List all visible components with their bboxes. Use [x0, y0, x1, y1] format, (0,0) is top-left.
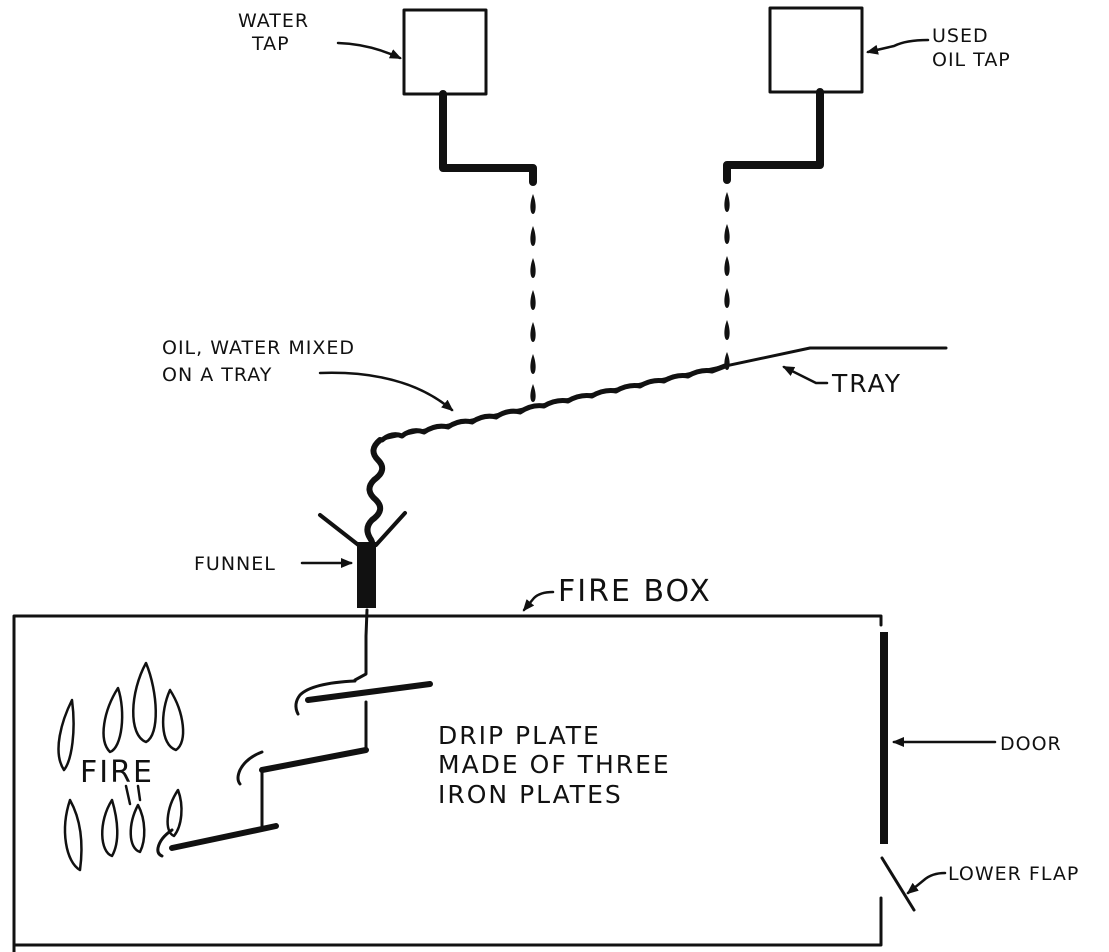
lower-flap-label: LOWER FLAP	[948, 863, 1079, 885]
labels: WATER TAP USED OIL TAP OIL, WATER MIXED …	[80, 10, 1079, 885]
lower-flap	[880, 856, 916, 912]
flame-mark	[136, 784, 142, 802]
door	[880, 632, 888, 844]
drip-plate-label-line-2: MADE OF THREE	[438, 750, 671, 779]
oil-drop	[724, 288, 730, 308]
water-drop	[530, 194, 536, 214]
water-drop	[530, 384, 536, 402]
fire-label: FIRE	[80, 755, 154, 790]
drip-plate-middle-lip	[236, 750, 264, 786]
flame-icon	[102, 686, 124, 754]
mixed-note-label-line-2: ON A TRAY	[162, 364, 272, 386]
water-tap-label-line-1: WATER	[238, 10, 309, 32]
drip-stream	[353, 608, 369, 682]
funnel-left-wall	[318, 513, 363, 549]
flame-icon	[132, 661, 157, 744]
flame-icon	[161, 688, 185, 752]
funnel-spout	[357, 542, 376, 608]
oil-tap-box	[768, 6, 864, 94]
tray	[363, 346, 948, 559]
drip-plate-label-line-1: DRIP PLATE	[438, 721, 601, 750]
liquid-stream	[363, 437, 386, 559]
water-drips	[530, 194, 536, 402]
funnel-right-wall	[374, 511, 407, 547]
door-label: DOOR	[1000, 733, 1062, 755]
drip-plates	[156, 608, 433, 858]
funnel	[318, 511, 407, 608]
drip-plate-top-lip	[294, 679, 357, 716]
water-drop	[530, 258, 536, 278]
oil-drop	[724, 256, 730, 276]
used-oil-tap	[723, 6, 864, 184]
lower-flap-arrow	[906, 871, 947, 895]
flame-icon	[166, 788, 183, 838]
mixed-note-label-line-1: OIL, WATER MIXED	[162, 337, 355, 359]
water-tap-box	[402, 8, 488, 96]
water-drop	[530, 354, 536, 374]
oil-tap-pipe	[723, 88, 824, 184]
funnel-label: FUNNEL	[194, 553, 276, 575]
oil-drop	[724, 192, 730, 212]
fire-box	[12, 614, 916, 952]
water-tap	[402, 8, 537, 186]
flame-icon	[63, 798, 83, 872]
flame-icon	[101, 798, 119, 858]
flame-mark	[124, 784, 132, 806]
drip-plate-middle	[259, 747, 369, 773]
water-drop	[530, 290, 536, 310]
drip-plate-bottom-lip	[156, 828, 174, 858]
oil-tap-label-line-1: USED	[932, 25, 989, 47]
drip-plate-label-line-3: IRON PLATES	[438, 780, 623, 809]
flame-icon	[57, 698, 75, 772]
fire-box-label: FIRE BOX	[558, 574, 712, 609]
drip-plate-bottom	[169, 823, 279, 851]
water-drop	[530, 226, 536, 246]
fire-box-outline	[12, 614, 883, 952]
oil-drips	[724, 192, 730, 370]
water-tap-pipe	[439, 90, 537, 186]
drip-plate-top	[305, 681, 433, 703]
fire-box-arrow	[522, 590, 555, 612]
oil-tap-label-line-2: OIL TAP	[932, 49, 1011, 71]
mixed-liquid	[379, 363, 728, 443]
tray-arrow	[782, 365, 829, 385]
water-tap-label-line-2: TAP	[251, 33, 290, 55]
tray-label: TRAY	[831, 369, 902, 398]
water-drop	[530, 322, 536, 342]
oil-drop	[724, 320, 730, 340]
oil-tap-arrow	[866, 38, 930, 55]
oil-drop	[724, 224, 730, 244]
flames	[57, 661, 185, 872]
flame-icon	[129, 803, 146, 854]
water-tap-arrow	[336, 41, 402, 60]
mixed-note-arrow	[318, 371, 454, 412]
label-arrows	[300, 38, 997, 895]
